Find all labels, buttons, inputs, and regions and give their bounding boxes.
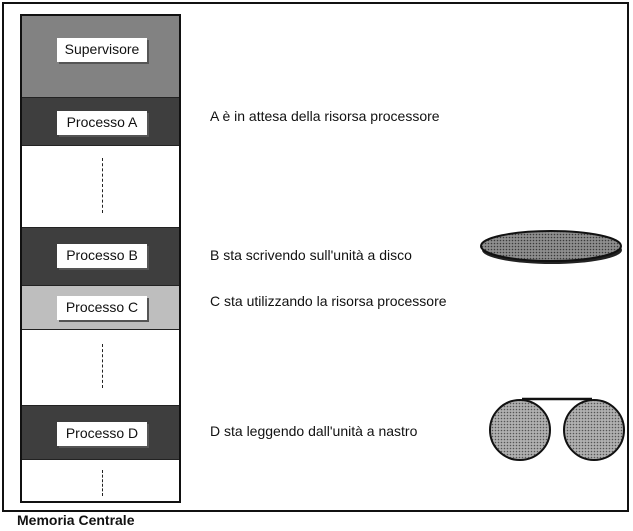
process-b-description: B sta scrivendo sull'unità a disco: [210, 247, 412, 263]
process-c-segment: Processo C: [22, 286, 179, 330]
process-d-label: Processo D: [57, 422, 147, 446]
process-c-description: C sta utilizzando la risorsa processore: [210, 293, 447, 309]
free-memory-segment: [22, 330, 179, 406]
process-a-description: A è in attesa della risorsa processore: [210, 108, 440, 124]
free-memory-segment: [22, 146, 179, 228]
continuation-line: [102, 158, 103, 213]
supervisor-label: Supervisore: [57, 38, 147, 62]
supervisor-segment: Supervisore: [22, 16, 179, 98]
process-b-label: Processo B: [57, 244, 147, 268]
process-b-segment: Processo B: [22, 228, 179, 286]
process-d-description: D sta leggendo dall'unità a nastro: [210, 423, 418, 439]
process-d-segment: Processo D: [22, 406, 179, 460]
disk-unit-icon: [480, 230, 622, 264]
continuation-line: [102, 344, 103, 388]
memory-caption: Memoria Centrale: [17, 512, 135, 528]
process-a-label: Processo A: [57, 111, 147, 135]
main-memory-column: Supervisore Processo A Processo B Proces…: [20, 14, 181, 503]
diagram-frame: [2, 2, 629, 512]
process-c-label: Processo C: [57, 296, 147, 320]
free-memory-segment: [22, 460, 179, 501]
tape-unit-icon: [489, 397, 625, 461]
process-a-segment: Processo A: [22, 98, 179, 146]
continuation-line: [102, 470, 103, 496]
